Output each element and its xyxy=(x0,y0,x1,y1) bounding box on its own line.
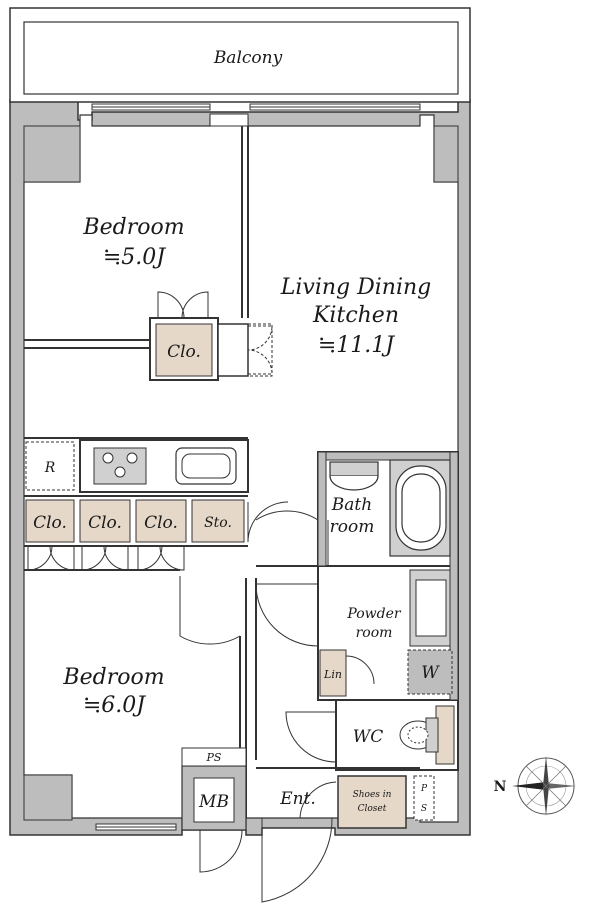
closet-c-label: Clo. xyxy=(144,513,178,533)
closet-row-doors xyxy=(27,501,289,571)
fridge-outline xyxy=(25,441,75,491)
compass: N xyxy=(494,756,576,816)
fridge-label: R xyxy=(44,460,56,476)
closet-a xyxy=(25,499,75,543)
ldk-label-line2: Kitchen xyxy=(312,303,399,328)
pillar-top-left xyxy=(23,125,81,183)
doors xyxy=(179,510,375,903)
pillar-top-right xyxy=(433,125,459,183)
bedroom1-closet-doors xyxy=(157,291,209,319)
closet-row xyxy=(25,499,245,543)
shoes-closet-label-line2: Closet xyxy=(358,804,387,814)
bedroom2-size: ≒6.0J xyxy=(83,693,146,718)
balcony-inner xyxy=(23,21,459,95)
compass-needle-icon xyxy=(512,782,550,790)
washer-label: W xyxy=(421,663,440,683)
entrance-label: Ent. xyxy=(279,789,316,809)
ldk-closet xyxy=(217,323,249,377)
powder-fixtures xyxy=(319,569,453,697)
ldk-size: ≒11.1J xyxy=(318,333,395,358)
balcony-windows xyxy=(91,103,421,831)
pillar-bottom-left xyxy=(23,774,73,821)
bath-label-line2: room xyxy=(330,517,375,537)
compass-north-label: N xyxy=(494,779,507,795)
linen-label: Lin xyxy=(323,668,342,681)
ps-bedroom xyxy=(181,747,247,767)
bedroom1-label: Bedroom xyxy=(82,215,184,240)
shoes-closet-label-line1: Shoes in xyxy=(353,790,392,800)
bedroom1-size: ≒5.0J xyxy=(103,245,166,270)
washer xyxy=(407,649,453,695)
storage-sto xyxy=(191,499,245,543)
storage-sto-label: Sto. xyxy=(204,515,232,531)
toilet xyxy=(399,705,455,765)
closet-a-label: Clo. xyxy=(33,513,67,533)
powder-label-line2: room xyxy=(356,625,393,641)
stove xyxy=(93,447,147,485)
bedroom1-closet xyxy=(155,323,213,377)
bath-label-line1: Bath xyxy=(331,495,372,515)
ps-entrance-label-p: P xyxy=(420,784,428,794)
closet-b-label: Clo. xyxy=(88,513,122,533)
bathtub xyxy=(329,459,451,557)
mb-label: MB xyxy=(198,792,229,812)
closet-c xyxy=(135,499,187,543)
ldk-label-line1: Living Dining xyxy=(280,275,432,300)
ps-entrance xyxy=(413,775,435,821)
ldk-closet-doors xyxy=(247,323,273,377)
linen-closet xyxy=(319,649,347,697)
wc-label: WC xyxy=(353,727,383,747)
bedroom1-closet-label: Clo. xyxy=(167,342,201,362)
kitchen xyxy=(25,441,237,491)
ps-bedroom-label: PS xyxy=(206,751,222,764)
shoes-closet xyxy=(337,775,407,829)
powder-label-line1: Powder xyxy=(346,606,402,622)
balcony-label: Balcony xyxy=(213,48,283,68)
closet-b xyxy=(79,499,131,543)
ps-entrance-label-s: S xyxy=(421,804,427,814)
bedroom2-label: Bedroom xyxy=(62,665,164,690)
